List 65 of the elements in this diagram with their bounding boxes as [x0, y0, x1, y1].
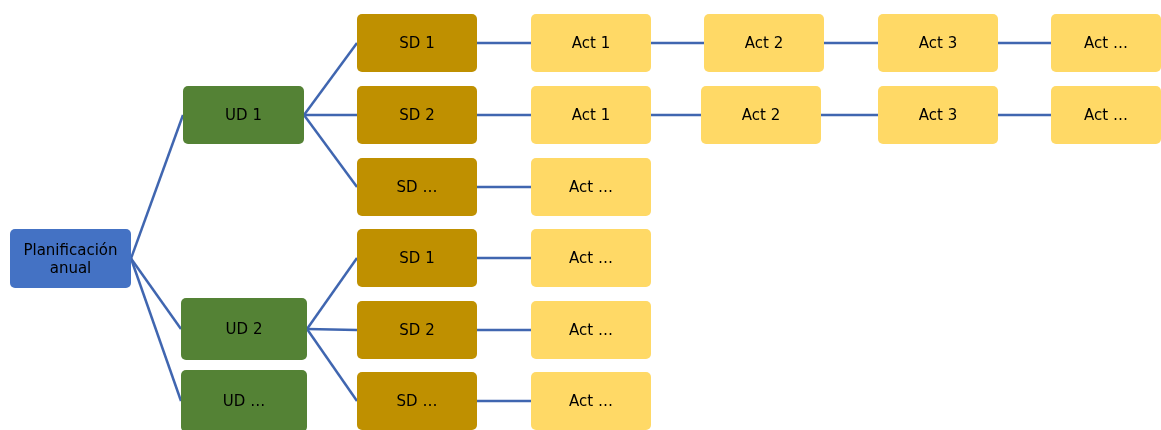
node-label: UD … — [222, 392, 266, 410]
node-label: Act 3 — [918, 34, 958, 52]
connector-line — [477, 113, 531, 117]
node-label: Act … — [569, 392, 613, 410]
connector-line — [477, 256, 531, 260]
activity-box — [531, 158, 651, 216]
node-label: Planificación anual — [22, 240, 119, 277]
connector-line — [477, 41, 531, 45]
node-label: Act … — [569, 178, 613, 196]
activity-box — [701, 86, 821, 144]
node-label: Act 1 — [571, 34, 611, 52]
node-label: Act … — [569, 249, 613, 267]
node-label: Act … — [1084, 106, 1128, 124]
activity-box — [1051, 14, 1161, 72]
unit-box — [183, 86, 304, 144]
sequence-box — [357, 158, 477, 216]
connector-line — [477, 185, 531, 189]
node-label: SD 1 — [399, 34, 435, 52]
sequence-box — [357, 14, 477, 72]
activity-box — [531, 372, 651, 430]
connector-line — [305, 257, 359, 330]
node-label: Act 2 — [741, 106, 781, 124]
connector-line — [305, 328, 359, 402]
planning-box — [10, 229, 131, 288]
connector-line — [651, 113, 701, 117]
node-label: Act 1 — [571, 106, 611, 124]
activity-box — [531, 14, 651, 72]
node-label: SD … — [396, 392, 438, 410]
activity-box — [878, 86, 998, 144]
connector-line — [304, 113, 357, 117]
connector-line — [306, 327, 358, 332]
node-label: SD 2 — [399, 106, 435, 124]
connector-line — [651, 41, 704, 45]
node-label: SD 2 — [399, 321, 435, 339]
node-label: UD 1 — [225, 106, 262, 124]
connector-line — [129, 258, 183, 402]
node-label: Act … — [1084, 34, 1128, 52]
connector-line — [477, 399, 531, 403]
node-label: Act 2 — [744, 34, 784, 52]
activity-box — [531, 86, 651, 144]
activity-box — [1051, 86, 1161, 144]
node-label: UD 2 — [225, 320, 263, 338]
activity-box — [531, 301, 651, 359]
connector-line — [129, 114, 185, 259]
connector-line — [998, 113, 1051, 117]
connector-line — [998, 41, 1051, 45]
activity-box — [704, 14, 824, 72]
unit-box — [181, 298, 307, 360]
connector-line — [303, 42, 358, 116]
activity-box — [531, 229, 651, 287]
sequence-box — [357, 86, 477, 144]
node-label: Act 3 — [918, 106, 958, 124]
activity-box — [878, 14, 998, 72]
sequence-box — [357, 301, 477, 359]
sequence-box — [357, 372, 477, 430]
connector-line — [477, 328, 531, 332]
connector-line — [821, 113, 878, 117]
node-label: SD 1 — [399, 249, 435, 267]
connector-line — [303, 114, 358, 188]
sequence-box — [357, 229, 477, 287]
node-label: Act … — [569, 321, 613, 339]
unit-box — [181, 370, 307, 430]
node-label: SD … — [396, 178, 438, 196]
connector-line — [824, 41, 878, 45]
connector-line — [129, 257, 183, 330]
